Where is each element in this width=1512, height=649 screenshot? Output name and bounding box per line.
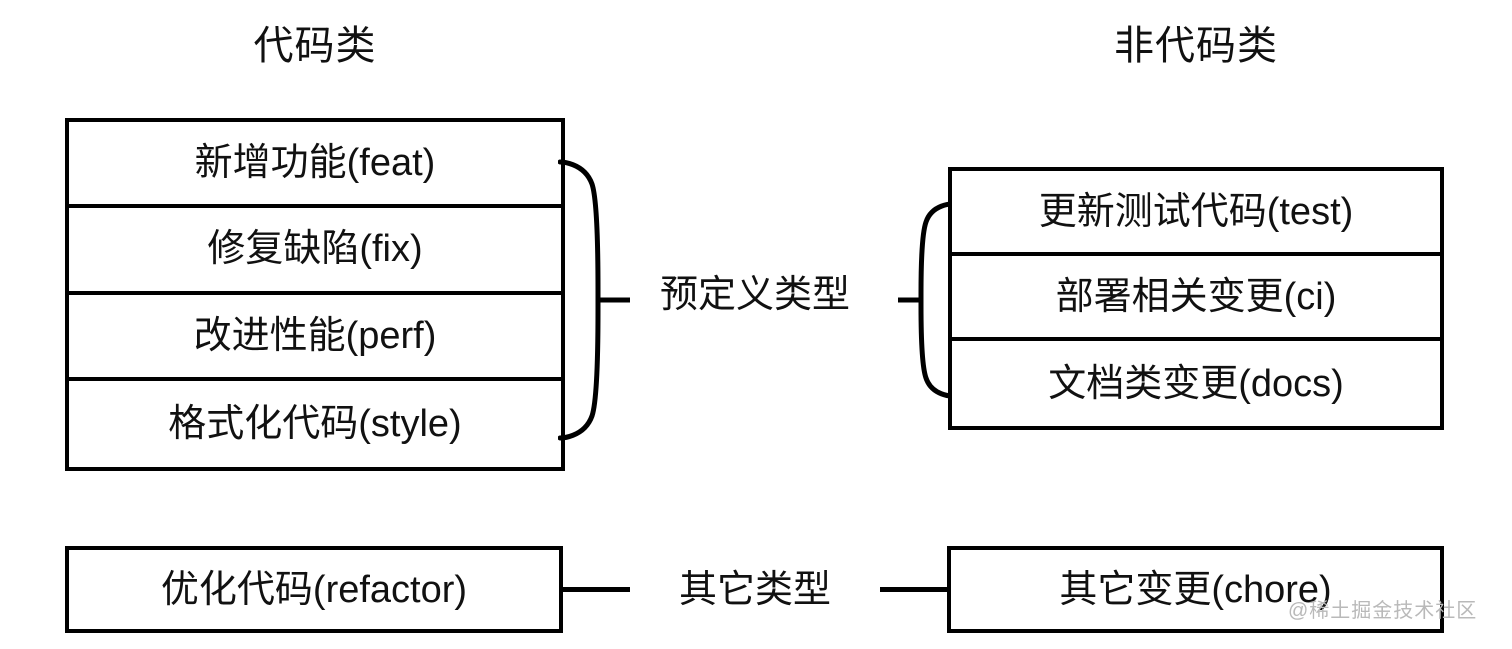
table-row: 格式化代码(style) <box>168 402 462 445</box>
right-curly-brace-icon <box>898 196 954 404</box>
connector-line-left <box>563 587 630 592</box>
table-row: 改进性能(perf) <box>69 295 561 381</box>
code-type-table: 新增功能(feat) 修复缺陷(fix) 改进性能(perf) 格式化代码(st… <box>65 118 565 471</box>
table-row: 文档类变更(docs) <box>1048 362 1344 405</box>
column-title-code: 代码类 <box>253 24 377 68</box>
column-title-noncode: 非代码类 <box>1114 24 1278 68</box>
watermark-text: @稀土掘金技术社区 <box>1288 600 1478 622</box>
other-type-label: 其它类型 <box>678 569 831 611</box>
refactor-box: 优化代码(refactor) <box>65 546 563 633</box>
noncode-type-table: 更新测试代码(test) 部署相关变更(ci) 文档类变更(docs) <box>948 167 1444 430</box>
connector-line-right <box>880 587 947 592</box>
left-curly-brace-icon <box>558 150 632 450</box>
table-row: 部署相关变更(ci) <box>952 256 1440 341</box>
chore-box: 其它变更(chore) <box>947 546 1444 633</box>
table-row: 新增功能(feat) <box>69 122 561 209</box>
predefined-type-label: 预定义类型 <box>659 274 850 316</box>
table-row: 更新测试代码(test) <box>952 171 1440 256</box>
table-row: 修复缺陷(fix) <box>69 208 561 295</box>
